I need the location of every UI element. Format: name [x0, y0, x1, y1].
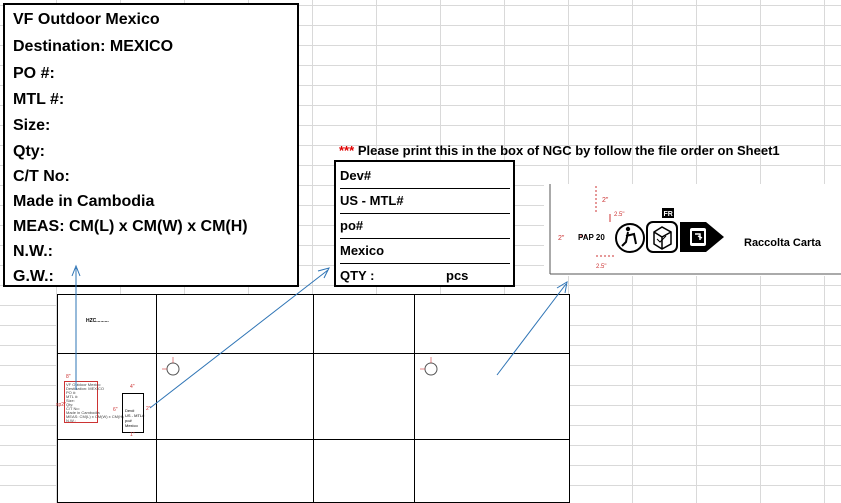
shipping-line-origin: Made in Cambodia: [13, 193, 155, 210]
tidyman-icon: [615, 223, 645, 253]
label-row-mtl: US - MTL#: [340, 189, 510, 214]
shipping-line-nw: N.W.:: [13, 243, 53, 260]
qty-unit: pcs: [446, 268, 469, 283]
shipping-line-mtl: MTL #:: [13, 91, 65, 108]
instruction-stars: ***: [339, 143, 355, 158]
recycling-mark-graphic: 2" 2.5" 2" 2.5" PAP 20 FR Raccolta Carta: [549, 184, 841, 275]
label-row-qty: QTY : pcs: [340, 264, 510, 288]
recycling-mark: 2" 2.5" 2" 2.5" PAP 20 FR Raccolta Carta: [544, 184, 841, 276]
box-label: Dev# US - MTL# po# Mexico QTY : pcs: [334, 160, 515, 287]
mini-recycle-mark-1: [162, 357, 180, 376]
mini-box-label: Dev# US - MTL# po# Mexico: [122, 393, 144, 433]
fr-badge-text: FR: [664, 211, 673, 218]
qty-label: QTY :: [340, 268, 375, 283]
shipping-line-po: PO #:: [13, 65, 55, 82]
label-row-country: Mexico: [340, 239, 510, 264]
pap-code: PAP 20: [578, 233, 605, 242]
shipping-line-destination: Destination: MEXICO: [13, 38, 174, 55]
label-row-po: po#: [340, 214, 510, 239]
dim-top: 2": [602, 197, 609, 204]
carton-box-icon: [646, 221, 678, 253]
shipping-line-qty: Qty:: [13, 143, 45, 160]
shipping-line-size: Size:: [13, 117, 51, 134]
mini-recycle-mark-2: [420, 357, 438, 376]
fr-badge: [662, 208, 674, 218]
raccolta-carta-text: Raccolta Carta: [744, 237, 822, 249]
shipping-line-meas: MEAS: CM(L) x CM(W) x CM(H): [13, 218, 248, 235]
dim-8-label: 8": [66, 374, 71, 380]
dim-bottom: 2.5": [596, 264, 606, 270]
dim-left: 2": [558, 235, 565, 242]
shipping-mark-box: VF Outdoor Mexico Destination: MEXICO PO…: [3, 3, 299, 287]
shipping-line-company: VF Outdoor Mexico: [13, 11, 160, 28]
shipping-line-ctno: C/T No:: [13, 168, 70, 185]
instruction-text: Please print this in the box of NGC by f…: [357, 143, 780, 158]
dim-4-label: 4": [130, 384, 135, 390]
header-code: HZC.........: [86, 318, 109, 324]
side-tag: sp2": [56, 402, 66, 408]
print-instruction: *** Please print this in the box of NGC …: [339, 143, 780, 158]
dim-top-small: 2.5": [614, 212, 624, 218]
dim-6-label: 6": [113, 407, 118, 413]
label-row-dev: Dev#: [340, 164, 510, 189]
recycling-bin-icon: [680, 222, 724, 252]
mini-shipping-mark: VF Outdoor Mexico Destination: MEXICO PO…: [64, 381, 124, 423]
shipping-line-gw: G.W.:: [13, 268, 54, 285]
dim-2-label: 2": [146, 406, 151, 412]
dim-1-label: 1": [130, 432, 135, 438]
carton-layout-grid: HZC......... VF Outdoor Mexico Destinati…: [56, 294, 570, 503]
